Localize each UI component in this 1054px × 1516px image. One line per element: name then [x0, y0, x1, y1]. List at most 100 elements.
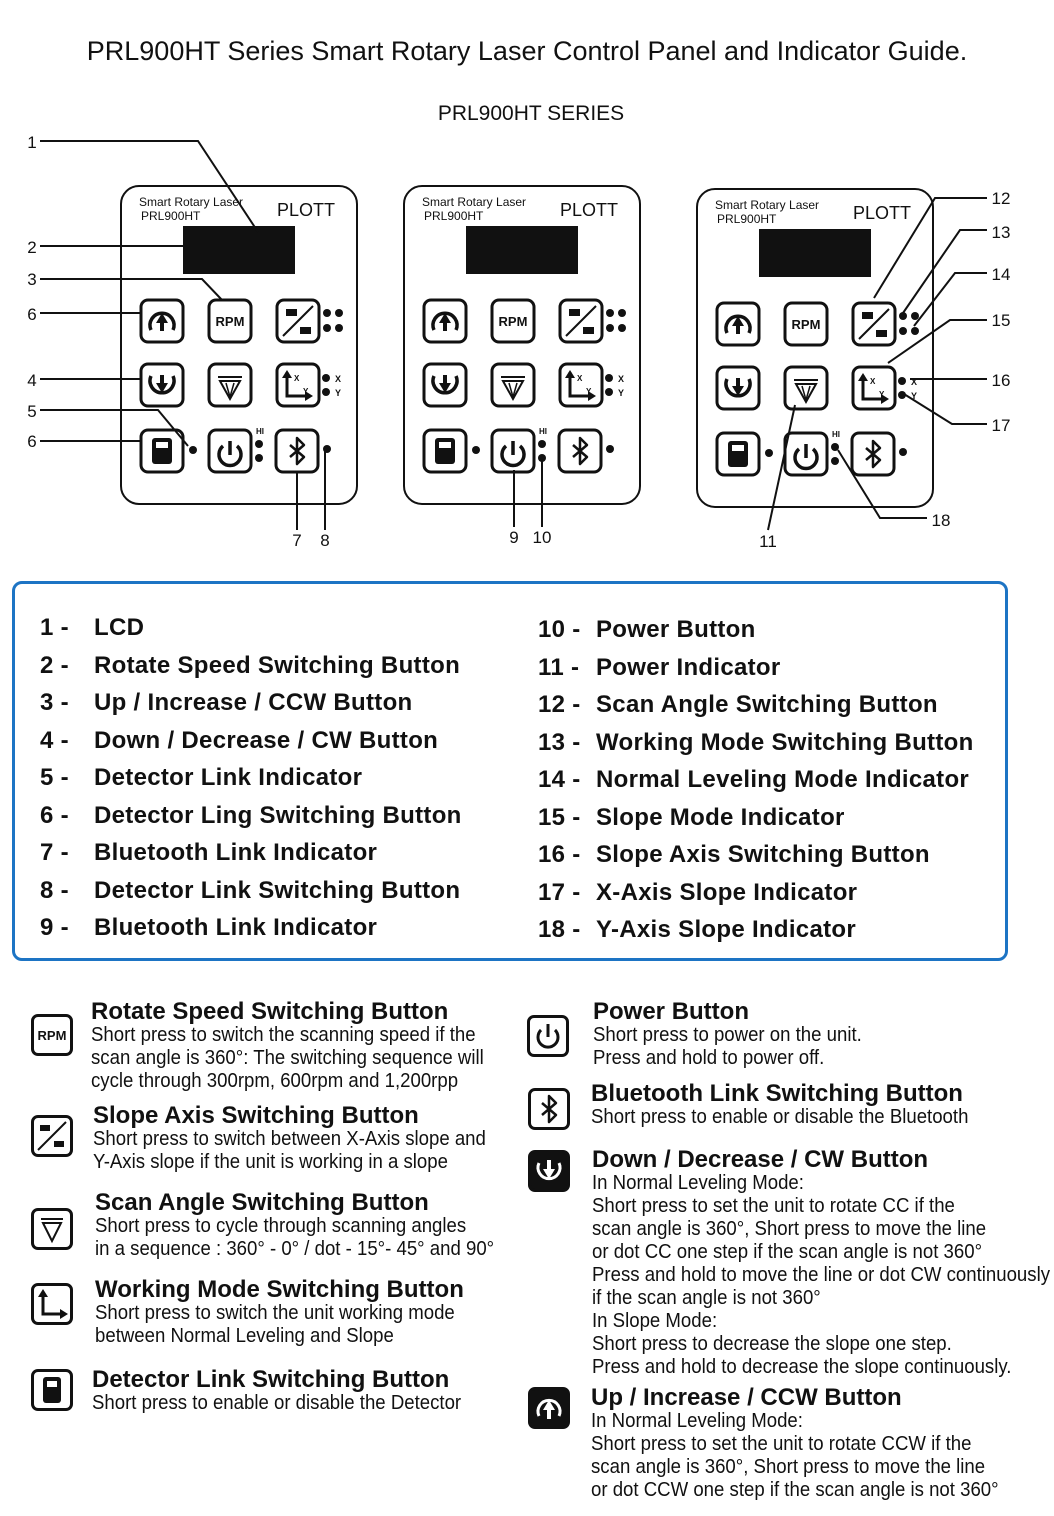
slope-axis-icon: [31, 1115, 73, 1157]
slope-axis-description-title: Slope Axis Switching Button: [93, 1102, 419, 1129]
scan-angle-icon: [794, 383, 818, 405]
callout-number: 1: [27, 133, 36, 152]
callout-number: 11: [759, 532, 777, 551]
scan-angle-button: [207, 362, 253, 408]
working-mode-y: Y: [879, 390, 885, 399]
down-description-line: scan angle is 360°, Short press to move …: [592, 1218, 987, 1240]
power-icon: [500, 444, 526, 468]
indicator-dot: [606, 324, 614, 332]
working-mode-arrow-up: [565, 370, 575, 378]
power-icon: [527, 1015, 569, 1057]
callout-number: 12: [992, 189, 1011, 208]
y-indicator-label: Y: [911, 391, 917, 401]
legend-label: Detector Link Indicator: [94, 764, 363, 791]
slope-axis-icon-top: [569, 309, 580, 316]
up-arrow-shaft: [160, 321, 164, 331]
callout-number: 2: [27, 238, 36, 257]
detector-indicator-dot: [765, 449, 773, 457]
working-mode-button: [851, 365, 897, 411]
panel-brand-line2: PRL900HT: [424, 209, 484, 223]
callout-line: [903, 393, 987, 425]
indicator-dot: [911, 327, 919, 335]
scan-angle-icon-ray2: [512, 382, 518, 398]
power-indicator-dot: [831, 457, 839, 465]
scan-angle-icon-ray: [508, 382, 514, 398]
power-description-title: Power Button: [593, 998, 749, 1025]
slope-axis-icon: [282, 305, 314, 337]
legend-number: 9 -: [40, 914, 69, 941]
up-description-title: Up / Increase / CCW Button: [591, 1384, 902, 1411]
slope-axis-icon-part: [37, 1121, 67, 1151]
bluetooth-indicator-dot: [606, 445, 614, 453]
up-arrow-icon: [528, 1387, 570, 1429]
working-mode-icon: [568, 372, 592, 398]
callout-line: [887, 319, 987, 364]
rpm-icon: RPM: [216, 314, 245, 329]
slope-axis-icon-part: [40, 1125, 50, 1131]
panel-outline: [403, 185, 641, 505]
callout-number: 13: [992, 223, 1011, 242]
scan-angle-button: [490, 362, 536, 408]
legend-number: 4 -: [40, 726, 69, 754]
callout-line: [913, 272, 987, 327]
detector-icon: [31, 1369, 73, 1411]
slope-axis-icon-top: [862, 312, 873, 319]
slope-axis-description-line: Y-Axis slope if the unit is working in a…: [93, 1151, 448, 1173]
hi-label: HI: [539, 427, 547, 436]
legend-number: 1 -: [40, 614, 69, 641]
callout-number: 3: [27, 270, 36, 289]
slope-axis-icon-bottom: [300, 327, 311, 334]
working-mode-arrow-up: [282, 370, 292, 378]
bluetooth-icon-part: [541, 1094, 558, 1124]
bluetooth-icon: [865, 439, 882, 469]
y-indicator-dot: [322, 388, 330, 396]
slope-axis-icon: [565, 305, 597, 337]
x-indicator-label: X: [911, 377, 917, 387]
legend-label: Up / Increase / CCW Button: [94, 689, 413, 716]
callout-number: 14: [992, 265, 1011, 284]
legend-number: 12 -: [538, 691, 581, 718]
working-mode-icon: [31, 1283, 73, 1325]
y-indicator-label: Y: [335, 388, 341, 398]
callout-line: [902, 229, 987, 314]
scan-angle-icon-part: [41, 1222, 63, 1244]
legend-label: Down / Decrease / CW Button: [94, 726, 439, 754]
working-mode-arrow-right: [305, 391, 313, 401]
indicator-dot: [323, 324, 331, 332]
legend-label: Detector Ling Switching Button: [94, 801, 462, 829]
callout-line: [40, 278, 223, 301]
legend-number: 6 -: [40, 801, 69, 829]
down-arrow-shaft: [736, 378, 740, 388]
indicator-dot: [899, 312, 907, 320]
scan-angle-icon-ray2: [229, 382, 235, 398]
callout-number: 4: [27, 371, 36, 390]
x-indicator-dot: [322, 374, 330, 382]
scan-angle-icon: [501, 380, 525, 402]
slope-axis-icon-top: [286, 309, 297, 316]
indicator-dot: [606, 309, 614, 317]
legend-number: 8 -: [40, 876, 69, 904]
rpm-icon: RPM: [31, 1014, 73, 1056]
rpm-description-line: Short press to switch the scanning speed…: [91, 1024, 476, 1046]
power-icon: [217, 444, 243, 468]
panel-logo: PLOTT: [560, 200, 618, 220]
legend-label: Y-Axis Slope Indicator: [596, 916, 856, 943]
up-description-line: Short press to set the unit to rotate CC…: [591, 1433, 972, 1455]
legend-label: LCD: [94, 614, 145, 641]
lcd-display: [759, 229, 871, 277]
rpm-description-line: scan angle is 360°: The switching sequen…: [91, 1047, 484, 1069]
down-description-line: Short press to set the unit to rotate CC…: [592, 1195, 955, 1217]
indicator-dot: [911, 312, 919, 320]
slope-axis-icon: [858, 308, 890, 340]
power-indicator-dot: [255, 440, 263, 448]
slope-axis-description-line: Short press to switch between X-Axis slo…: [93, 1128, 486, 1150]
x-indicator-label: X: [335, 374, 341, 384]
rpm-icon-part: RPM: [38, 1028, 67, 1043]
slope-axis-icon-bottom: [583, 327, 594, 334]
callout-number: 16: [992, 371, 1011, 390]
callout-number: 10: [533, 528, 552, 547]
